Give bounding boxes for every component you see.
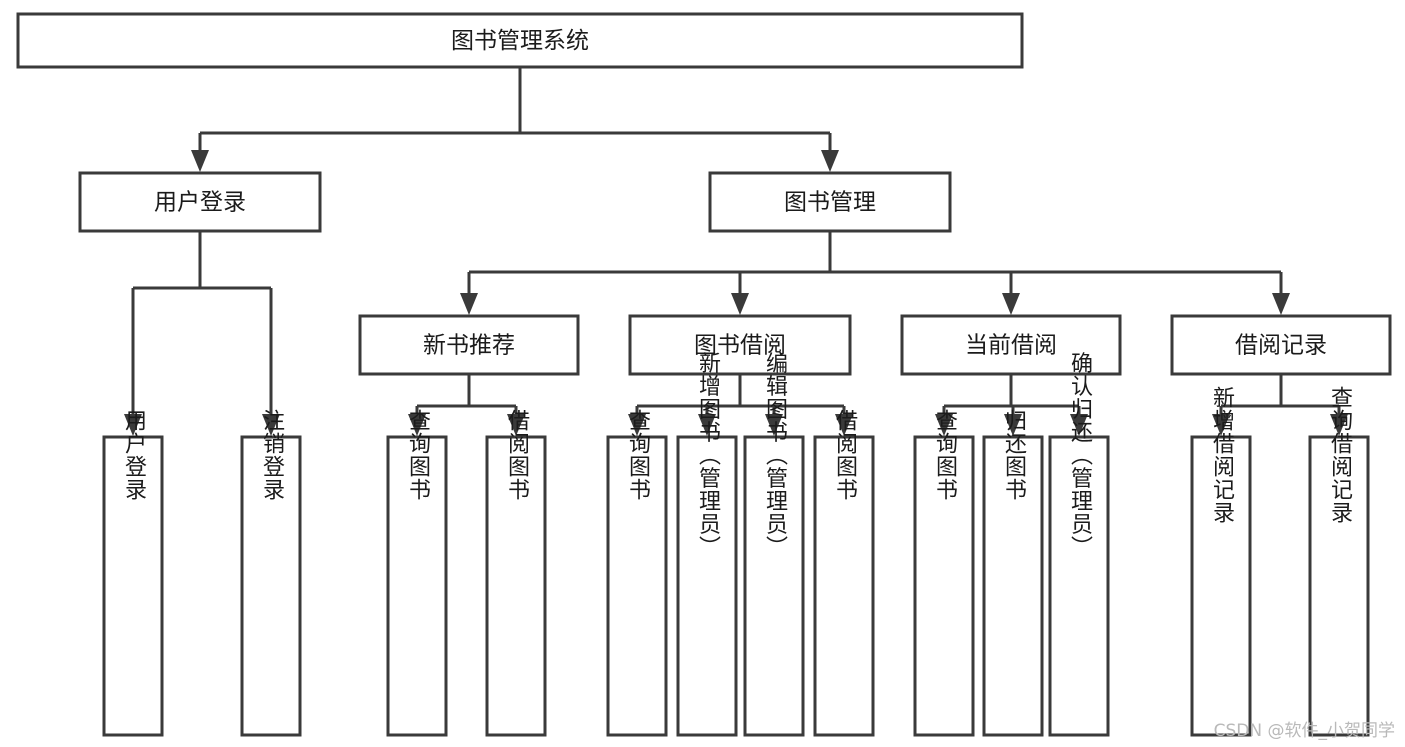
node-leaf-borrow-2[interactable]: 新增图书（管理员） xyxy=(676,352,738,737)
node-leaf-rec-1[interactable]: 新增借阅记录 xyxy=(1190,386,1252,737)
node-label: 查询图书 xyxy=(405,409,431,501)
node-box xyxy=(1048,435,1110,737)
node-label: 新增图书（管理员） xyxy=(695,352,721,559)
connector-group-records xyxy=(1212,374,1348,436)
node-box xyxy=(386,435,448,737)
node-box xyxy=(606,435,668,737)
node-box xyxy=(358,314,580,376)
node-leaf-cur-2[interactable]: 归还图书 xyxy=(982,409,1044,737)
connector-group-bookmgmt xyxy=(460,231,1290,315)
arrow-head-icon xyxy=(408,414,426,436)
node-bookmgmt[interactable]: 图书管理 xyxy=(708,171,952,233)
arrow-head-icon xyxy=(935,414,953,436)
node-label: 查询图书 xyxy=(625,409,651,501)
node-box xyxy=(676,435,738,737)
arrow-head-icon xyxy=(1272,293,1290,315)
connector-group-current xyxy=(935,374,1088,436)
node-leaf-new-1[interactable]: 查询图书 xyxy=(386,409,448,737)
node-leaf-borrow-1[interactable]: 查询图书 xyxy=(606,409,668,737)
node-label: 用户登录 xyxy=(121,409,147,501)
node-box xyxy=(102,435,164,737)
node-box xyxy=(900,314,1122,376)
node-records[interactable]: 借阅记录 xyxy=(1170,314,1392,376)
node-leaf-cur-3[interactable]: 确认归还（管理员） xyxy=(1048,352,1110,737)
node-label: 查询图书 xyxy=(932,409,958,501)
arrow-head-icon xyxy=(698,414,716,436)
arrow-head-icon xyxy=(628,414,646,436)
node-box xyxy=(982,435,1044,737)
node-root[interactable]: 图书管理系统 xyxy=(16,12,1024,69)
node-label: 图书借阅 xyxy=(694,333,786,359)
node-leaf-login-2[interactable]: 注销登录 xyxy=(240,409,302,737)
node-label: 当前借阅 xyxy=(965,333,1057,359)
node-leaf-login-1[interactable]: 用户登录 xyxy=(102,409,164,737)
node-label: 借阅记录 xyxy=(1235,333,1327,359)
node-label: 新增借阅记录 xyxy=(1209,386,1235,524)
arrow-head-icon xyxy=(835,414,853,436)
node-label: 编辑图书（管理员） xyxy=(762,352,788,559)
connector-group-root xyxy=(191,67,839,172)
node-newbook[interactable]: 新书推荐 xyxy=(358,314,580,376)
arrow-head-icon xyxy=(765,414,783,436)
node-borrow[interactable]: 图书借阅 xyxy=(628,314,852,376)
node-box xyxy=(16,12,1024,69)
arrow-head-icon xyxy=(731,293,749,315)
node-label: 归还图书 xyxy=(1001,409,1027,501)
node-label: 新书推荐 xyxy=(423,333,515,359)
node-label: 注销登录 xyxy=(259,409,285,501)
connector-group-newbook xyxy=(408,374,525,436)
node-label: 用户登录 xyxy=(154,190,246,216)
node-leaf-new-2[interactable]: 借阅图书 xyxy=(485,409,547,737)
node-box xyxy=(743,435,805,737)
node-label: 确认归还（管理员） xyxy=(1067,352,1093,559)
arrow-head-icon xyxy=(507,414,525,436)
arrow-head-icon xyxy=(1212,414,1230,436)
node-box xyxy=(1190,435,1252,737)
node-box xyxy=(913,435,975,737)
arrow-head-icon xyxy=(1330,414,1348,436)
arrow-head-icon xyxy=(262,414,280,436)
connector-group-login xyxy=(124,231,280,436)
node-box xyxy=(1170,314,1392,376)
node-label: 查询借阅记录 xyxy=(1327,386,1353,524)
arrow-head-icon xyxy=(1004,414,1022,436)
arrow-head-icon xyxy=(124,414,142,436)
arrow-head-icon xyxy=(1002,293,1020,315)
node-box xyxy=(240,435,302,737)
node-current[interactable]: 当前借阅 xyxy=(900,314,1122,376)
arrow-head-icon xyxy=(460,293,478,315)
node-box xyxy=(78,171,322,233)
connector-group-borrow xyxy=(628,374,853,436)
node-label: 借阅图书 xyxy=(832,409,858,501)
arrow-head-icon xyxy=(1070,414,1088,436)
node-box xyxy=(813,435,875,737)
node-leaf-rec-2[interactable]: 查询借阅记录 xyxy=(1308,386,1370,737)
node-login[interactable]: 用户登录 xyxy=(78,171,322,233)
node-box xyxy=(708,171,952,233)
node-box xyxy=(485,435,547,737)
arrow-head-icon xyxy=(191,150,209,172)
node-label: 图书管理系统 xyxy=(451,28,589,54)
node-box xyxy=(1308,435,1370,737)
node-box xyxy=(628,314,852,376)
arrow-head-icon xyxy=(821,150,839,172)
node-leaf-cur-1[interactable]: 查询图书 xyxy=(913,409,975,737)
node-label: 借阅图书 xyxy=(504,409,530,501)
node-label: 图书管理 xyxy=(784,190,876,216)
node-leaf-borrow-3[interactable]: 编辑图书（管理员） xyxy=(743,352,805,737)
node-layer: 图书管理系统用户登录图书管理新书推荐图书借阅当前借阅借阅记录用户登录注销登录查询… xyxy=(16,12,1392,737)
node-leaf-borrow-4[interactable]: 借阅图书 xyxy=(813,409,875,737)
connector-layer xyxy=(124,67,1348,436)
